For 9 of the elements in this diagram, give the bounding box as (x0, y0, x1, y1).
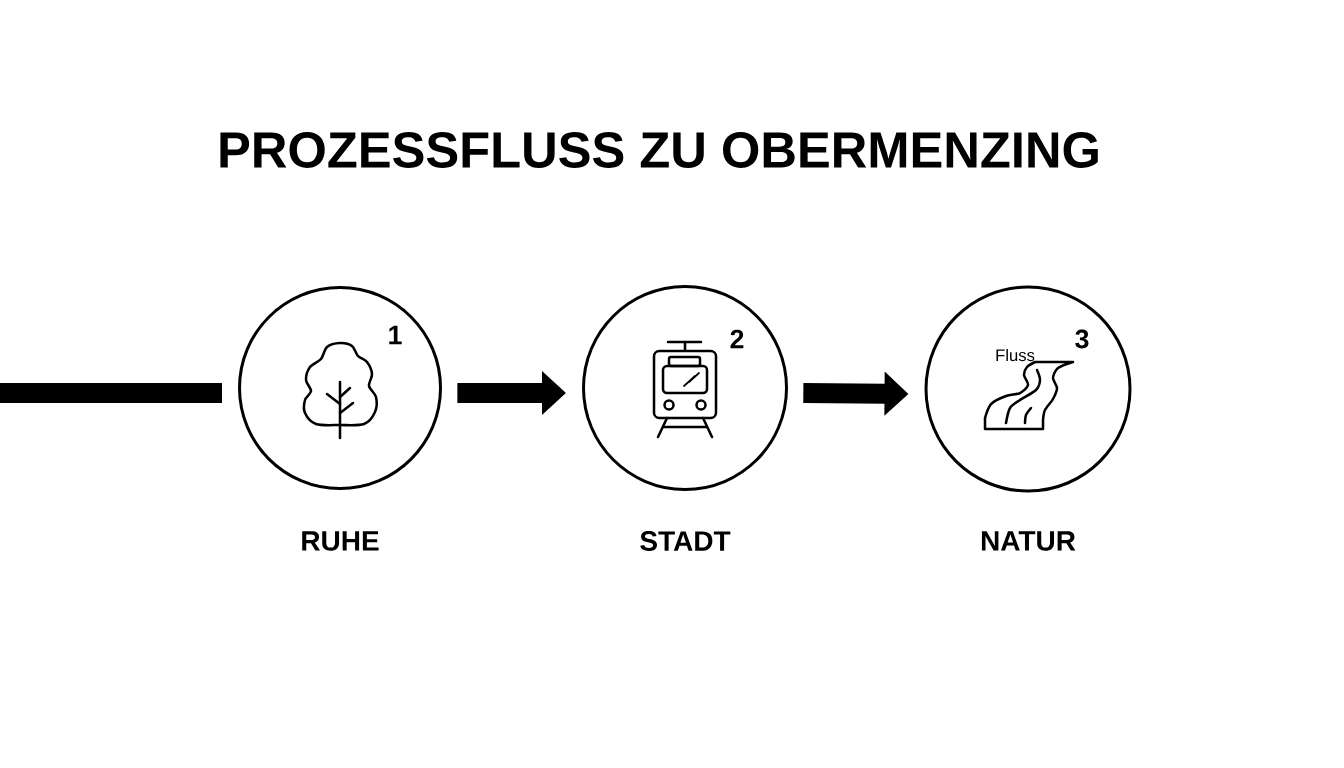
step-number: 1 (389, 325, 402, 345)
icon-label: Fluss (996, 348, 1035, 362)
step-label: NATUR (981, 531, 1076, 551)
connector-bar (0, 383, 222, 403)
step-number: 2 (730, 329, 744, 349)
step-number: 3 (1075, 329, 1089, 349)
title: PROZESSFLUSS ZU OBERMENZING (220, 132, 1098, 168)
step-label: RUHE (302, 531, 379, 551)
step-label: STADT (640, 531, 731, 551)
